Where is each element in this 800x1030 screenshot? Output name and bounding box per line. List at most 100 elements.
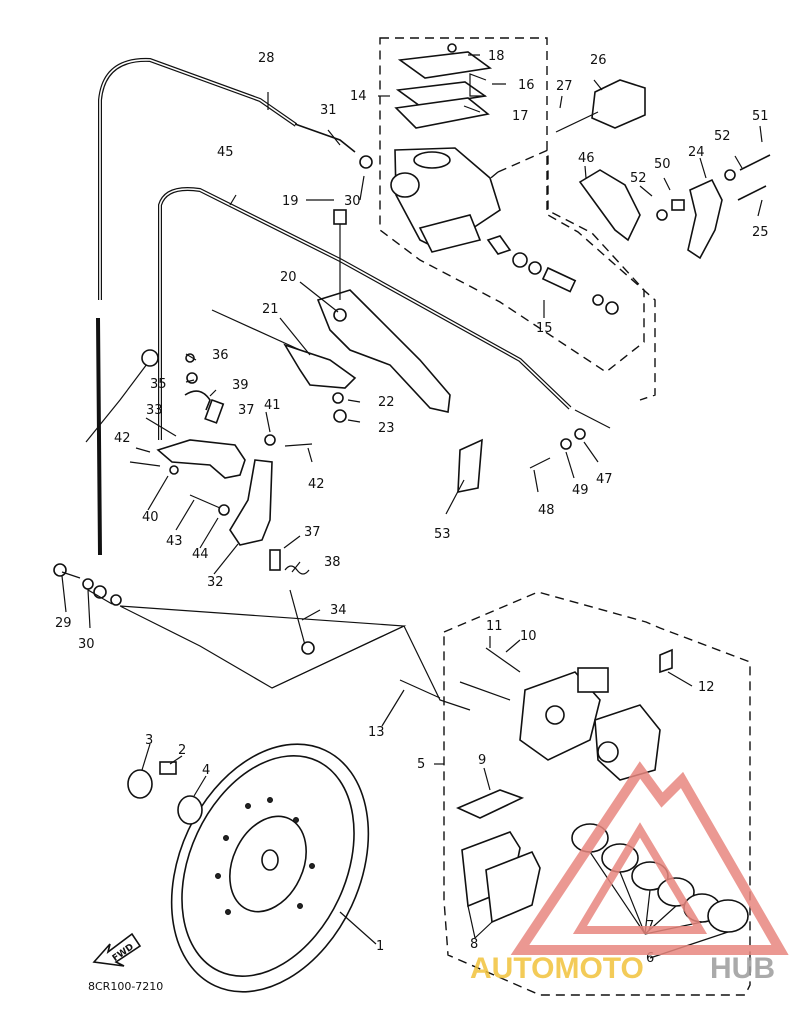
washer-30b bbox=[110, 594, 122, 606]
hose-route-line bbox=[119, 605, 407, 689]
label-46: 46 bbox=[578, 151, 595, 166]
label-15: 15 bbox=[536, 321, 553, 336]
label-23: 23 bbox=[378, 421, 395, 436]
nut-47 bbox=[574, 428, 586, 440]
nut-23 bbox=[333, 409, 347, 423]
washer-30c bbox=[359, 155, 373, 169]
label-5: 5 bbox=[417, 757, 425, 772]
watermark-text-hub: HUB bbox=[710, 952, 775, 985]
label-11: 11 bbox=[486, 619, 503, 634]
adjuster-31 bbox=[294, 123, 356, 153]
nut-44 bbox=[218, 504, 230, 516]
brake-lever bbox=[316, 289, 451, 413]
caliper-bracket bbox=[519, 667, 609, 761]
label-29: 29 bbox=[55, 616, 72, 631]
brake-rod-32 bbox=[229, 434, 313, 546]
label-38: 38 bbox=[324, 555, 341, 570]
brake-switch bbox=[555, 79, 646, 133]
caliper-body bbox=[594, 704, 661, 781]
brake-pads-8 bbox=[461, 831, 541, 924]
union-bolt bbox=[93, 585, 107, 599]
label-21: 21 bbox=[262, 302, 279, 317]
parking-lever bbox=[211, 309, 357, 389]
label-27: 27 bbox=[556, 79, 573, 94]
label-20: 20 bbox=[280, 270, 297, 285]
lever-bracket bbox=[578, 169, 723, 260]
label-25: 25 bbox=[752, 225, 769, 240]
forward-arrow: FWD bbox=[92, 932, 142, 967]
label-50: 50 bbox=[654, 157, 671, 172]
piston-6 bbox=[707, 899, 749, 933]
master-cylinder-group-outline bbox=[379, 37, 645, 373]
label-37b: 37 bbox=[304, 525, 321, 540]
label-4: 4 bbox=[202, 763, 210, 778]
label-3: 3 bbox=[145, 733, 153, 748]
label-40: 40 bbox=[142, 510, 159, 525]
label-8: 8 bbox=[470, 937, 478, 952]
cable-end-rod bbox=[85, 359, 151, 443]
label-30a: 30 bbox=[78, 637, 95, 652]
bolts-right bbox=[724, 154, 771, 201]
automotohub-watermark-logo: AUTOMOTO HUB bbox=[470, 761, 789, 985]
seal-4 bbox=[177, 795, 203, 825]
label-10: 10 bbox=[520, 629, 537, 644]
label-52b: 52 bbox=[630, 171, 647, 186]
label-52a: 52 bbox=[714, 129, 731, 144]
label-51: 51 bbox=[752, 109, 769, 124]
bleeder-12 bbox=[659, 648, 673, 674]
circlip-3 bbox=[127, 769, 153, 799]
label-32: 32 bbox=[207, 575, 224, 590]
label-47: 47 bbox=[596, 472, 613, 487]
label-42b: 42 bbox=[308, 477, 325, 492]
label-2: 2 bbox=[178, 743, 186, 758]
cable-end-link bbox=[574, 409, 611, 429]
label-16: 16 bbox=[518, 78, 535, 93]
watermark-text-auto: AUTOMOTO bbox=[470, 952, 644, 985]
label-43: 43 bbox=[166, 534, 183, 549]
label-22: 22 bbox=[378, 395, 395, 410]
label-35: 35 bbox=[150, 377, 167, 392]
pin-10 bbox=[459, 681, 511, 701]
collar-2 bbox=[159, 761, 177, 775]
plate-53 bbox=[457, 438, 483, 493]
label-13: 13 bbox=[368, 725, 385, 740]
label-14: 14 bbox=[350, 89, 367, 104]
label-9: 9 bbox=[478, 753, 486, 768]
label-6: 6 bbox=[646, 951, 654, 966]
bolt-13 bbox=[399, 679, 441, 699]
reservoir-cap bbox=[394, 51, 493, 129]
label-39: 39 bbox=[232, 378, 249, 393]
brake-cable-28 bbox=[98, 57, 298, 300]
master-cylinder-body bbox=[390, 147, 501, 253]
label-34: 34 bbox=[330, 603, 347, 618]
bolt-11 bbox=[485, 647, 521, 673]
label-33: 33 bbox=[146, 403, 163, 418]
brake-cable-45 bbox=[96, 187, 572, 556]
label-45: 45 bbox=[217, 145, 234, 160]
label-31: 31 bbox=[320, 103, 337, 118]
label-18: 18 bbox=[488, 49, 505, 64]
cable-end-assembly bbox=[141, 349, 225, 424]
piston-kit bbox=[486, 235, 619, 315]
label-19: 19 bbox=[282, 194, 299, 209]
label-36: 36 bbox=[212, 348, 229, 363]
label-42a: 42 bbox=[114, 431, 131, 446]
label-48: 48 bbox=[538, 503, 555, 518]
pivot-bolt-head bbox=[333, 209, 347, 225]
label-28: 28 bbox=[258, 51, 275, 66]
bolt-34 bbox=[289, 589, 306, 646]
label-49: 49 bbox=[572, 483, 589, 498]
washer-30a bbox=[82, 578, 94, 590]
label-1: 1 bbox=[376, 939, 384, 954]
pad-spring-9 bbox=[456, 789, 525, 819]
diagram-code: 8CR100-7210 bbox=[88, 980, 163, 993]
bolt-43 bbox=[189, 494, 221, 509]
hose-to-caliper bbox=[271, 625, 471, 711]
brake-arm-33 bbox=[129, 439, 246, 479]
label-30b: 30 bbox=[344, 194, 361, 209]
bolt-48 bbox=[529, 457, 551, 469]
caliper-group-outline bbox=[443, 591, 751, 996]
cap-screw bbox=[447, 43, 457, 53]
